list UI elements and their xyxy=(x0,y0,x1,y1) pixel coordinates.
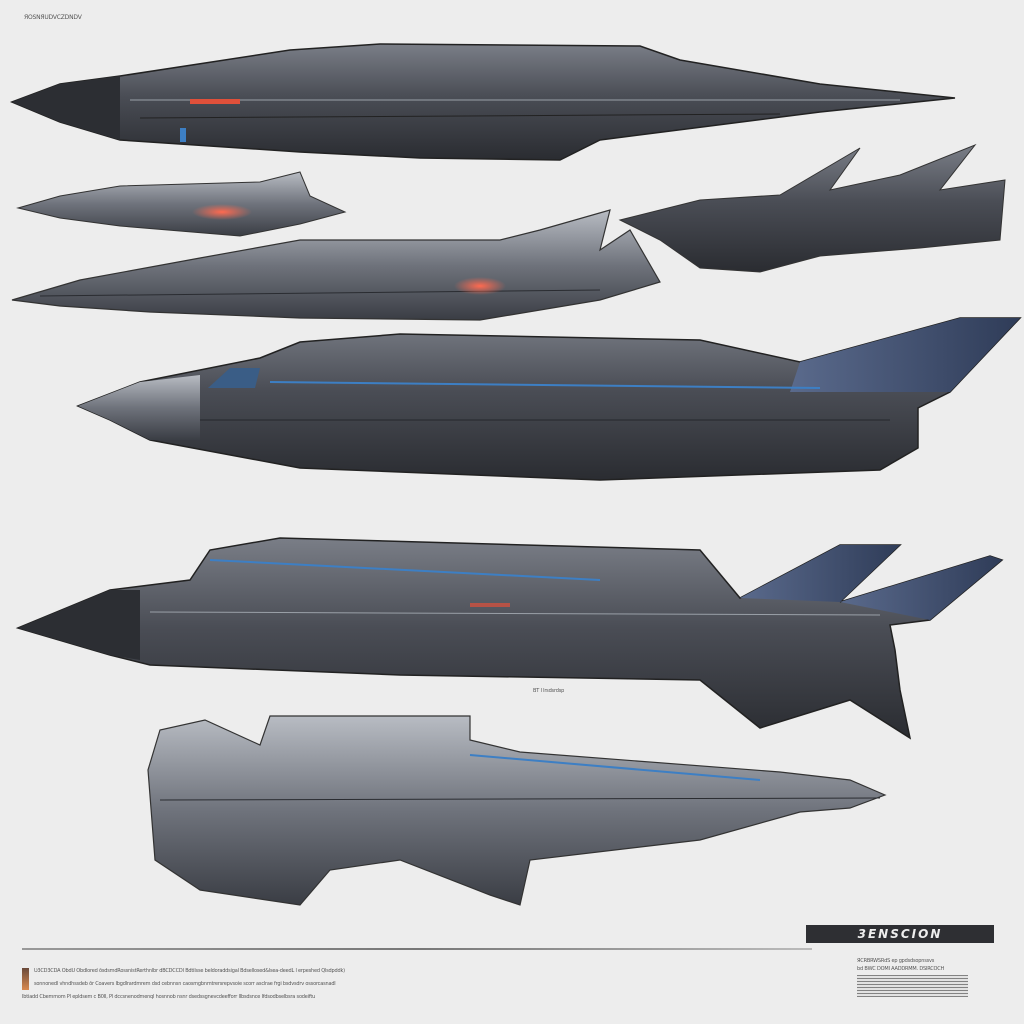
ship-4-rear-view xyxy=(618,143,1006,273)
fine-print-block xyxy=(857,975,968,997)
mid-label: BT I lrsdsrdsp xyxy=(533,688,565,694)
divider xyxy=(22,948,812,950)
footer-right-line-2: bd ВWC DOMI AADDRMM. DSIRCOCH xyxy=(857,966,945,972)
footer-right-line-1: ЯCRBRWSRdS ep gpdsdsopnssvs xyxy=(857,958,935,964)
color-swatch xyxy=(22,968,29,990)
footer-line-2: sonnonedl vhndhssdeb ōr Coavers Ibgdlrar… xyxy=(34,981,336,987)
ship-7-side-view xyxy=(147,715,887,906)
ship-2-small-side-view xyxy=(16,171,347,237)
brand-logo: 3ENSCION xyxy=(806,925,994,943)
ship-6-side-view xyxy=(15,537,1004,740)
footer-line-3: Ibtiadd Cbemmom Pl epldsem c B0II, Pl dc… xyxy=(22,994,316,1000)
footer-line-1: Ʋ3CD3CDA ОbdU Obdlored ōsdsmdRossnistRer… xyxy=(34,968,345,974)
ship-3-side-view xyxy=(11,209,661,321)
ship-5-side-view xyxy=(76,317,1022,481)
ship-1-side-view xyxy=(9,43,956,161)
sheet-caption: ЯOSNЯUDVCZDNDV xyxy=(24,14,82,21)
